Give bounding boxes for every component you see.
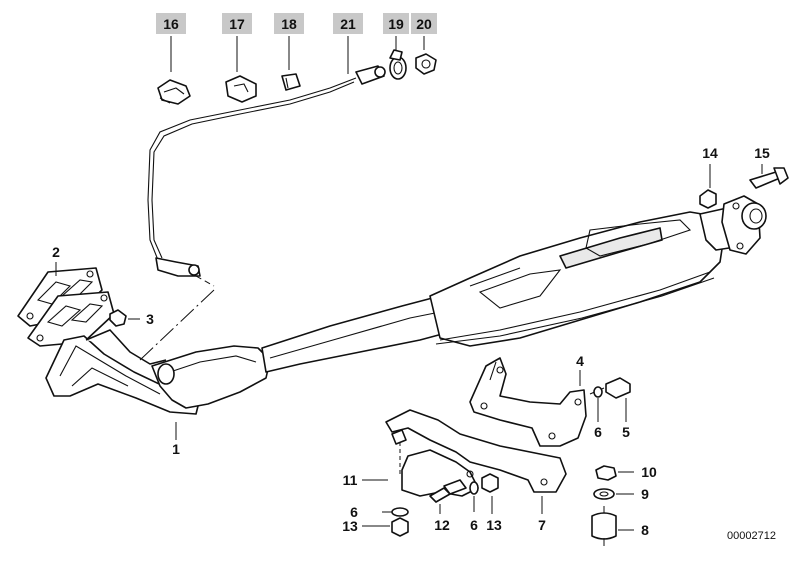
label-11-text: 11 — [343, 472, 358, 488]
label-19-text: 19 — [388, 16, 404, 32]
label-12-text: 12 — [434, 517, 450, 533]
label-18-text: 18 — [281, 16, 297, 32]
callout-4: 4 — [576, 353, 584, 386]
callout-8: 8 — [618, 522, 649, 538]
exhaust-pipe-assembly-1[interactable] — [45, 195, 767, 415]
callout-14: 14 — [702, 145, 718, 188]
label-6-lower-text: 6 — [350, 504, 358, 520]
top-label-16[interactable]: 16 — [156, 13, 186, 34]
label-7-text: 7 — [538, 517, 546, 533]
label-21-text: 21 — [340, 16, 356, 32]
callout-6-upper: 6 — [594, 398, 602, 440]
label-2-text: 2 — [52, 244, 60, 260]
oxygen-sensor-21[interactable] — [147, 65, 386, 287]
top-label-20[interactable]: 20 — [411, 13, 437, 34]
washer-6-upper[interactable] — [593, 386, 603, 398]
label-10-text: 10 — [641, 464, 657, 480]
bracket-clip-17[interactable] — [225, 75, 257, 103]
callout-1: 1 — [172, 422, 180, 457]
nut-10[interactable] — [595, 465, 617, 481]
callout-9: 9 — [616, 486, 649, 502]
bolt-11[interactable] — [391, 429, 407, 474]
label-5-text: 5 — [622, 424, 630, 440]
top-label-17[interactable]: 17 — [222, 13, 252, 34]
callout-3: 3 — [128, 311, 154, 327]
label-6-upper-text: 6 — [594, 424, 602, 440]
label-15-text: 15 — [754, 145, 770, 161]
label-13-left-text: 13 — [342, 518, 358, 534]
bolt-12[interactable] — [429, 479, 467, 503]
document-id: 00002712 — [727, 530, 776, 542]
label-8-text: 8 — [641, 522, 649, 538]
nut-13-right[interactable] — [481, 473, 499, 493]
grommet-18[interactable] — [281, 73, 301, 91]
clamp-clip-16[interactable] — [157, 79, 191, 105]
top-leader-lines — [170, 36, 425, 74]
flange-gasket-2[interactable] — [17, 267, 115, 347]
label-16-text: 16 — [163, 16, 179, 32]
mounting-bracket-4[interactable] — [469, 357, 587, 447]
callout-11: 11 — [343, 472, 388, 488]
nut-14[interactable] — [699, 189, 717, 209]
label-6-lower-right-text: 6 — [470, 517, 478, 533]
washer-6-lower-right[interactable] — [469, 481, 479, 495]
washer-6-lower-left[interactable] — [391, 507, 409, 517]
top-label-18[interactable]: 18 — [274, 13, 304, 34]
label-20-text: 20 — [416, 16, 432, 32]
top-label-21[interactable]: 21 — [333, 13, 363, 34]
callout-15: 15 — [754, 145, 770, 174]
rubber-mount-8[interactable] — [591, 506, 617, 546]
callout-12: 12 — [434, 504, 450, 533]
label-14-text: 14 — [702, 145, 718, 161]
nut-13-left[interactable] — [391, 517, 409, 537]
washer-9[interactable] — [593, 488, 615, 500]
nut-3[interactable] — [109, 309, 127, 327]
hose-clamp-19[interactable] — [389, 49, 407, 80]
label-3-text: 3 — [146, 311, 154, 327]
label-4-text: 4 — [576, 353, 584, 369]
callout-7: 7 — [538, 496, 546, 533]
label-1-text: 1 — [172, 441, 180, 457]
top-label-19[interactable]: 19 — [383, 13, 409, 34]
nut-20[interactable] — [415, 53, 437, 75]
callout-6-lower: 6 6 — [350, 496, 478, 533]
callout-10: 10 — [618, 464, 657, 480]
label-17-text: 17 — [229, 16, 245, 32]
callout-2: 2 — [52, 244, 60, 276]
bolt-15[interactable] — [749, 167, 789, 189]
callout-13: 13 13 — [342, 496, 502, 534]
callout-5: 5 — [622, 398, 630, 440]
label-9-text: 9 — [641, 486, 649, 502]
label-13-right-text: 13 — [486, 517, 502, 533]
